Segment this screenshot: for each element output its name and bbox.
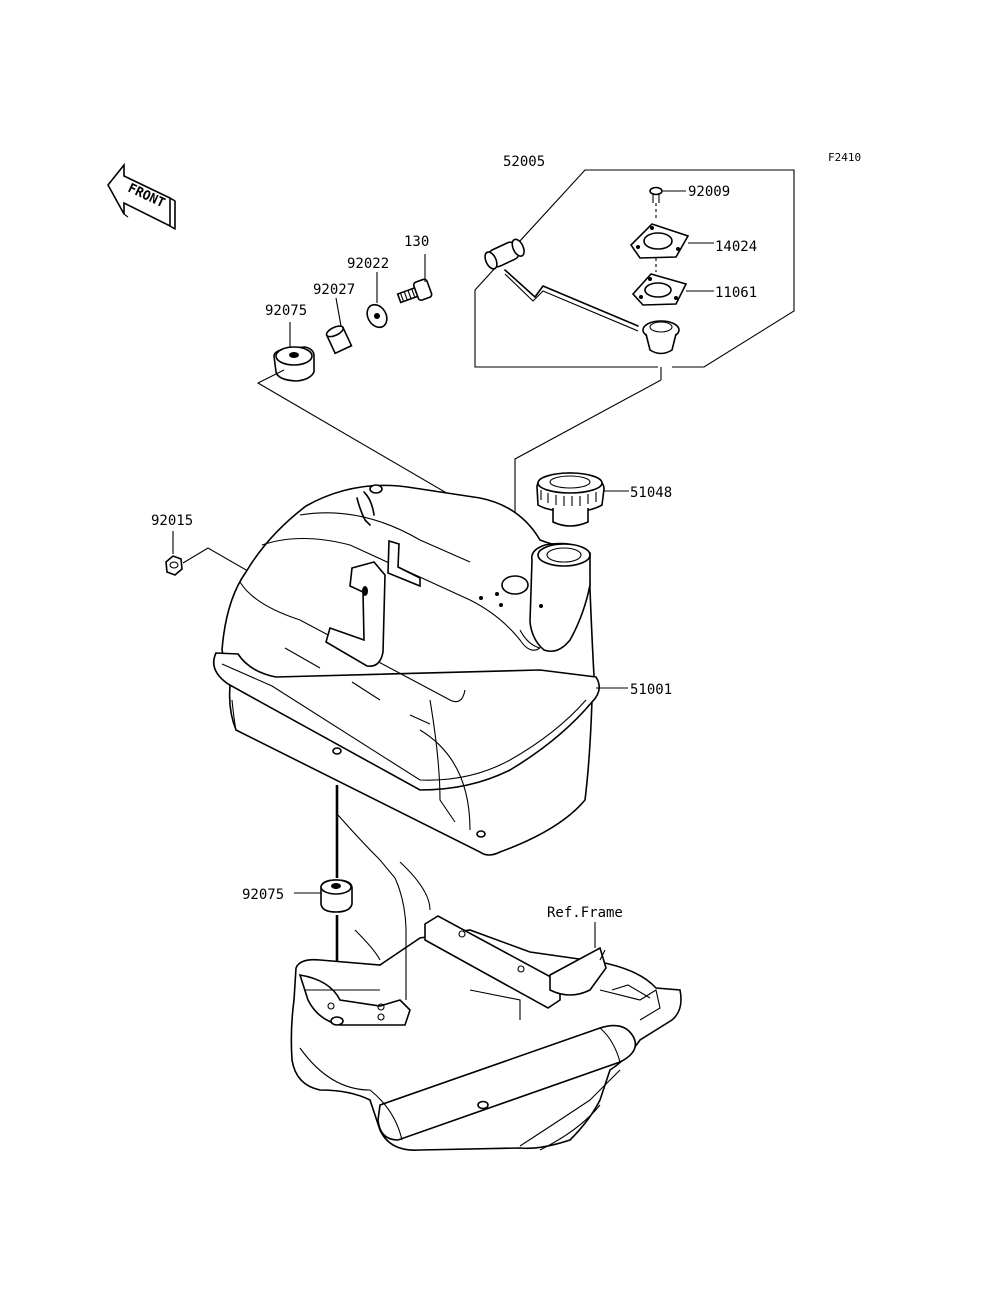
part-label-130: 130 [404, 234, 429, 250]
part-label-92015: 92015 [151, 513, 193, 529]
gasket-11061-icon [631, 273, 688, 306]
assembly-52005-box [474, 169, 795, 380]
part-label-92075-bottom: 92075 [242, 887, 284, 903]
fuel-sender-unit-icon [484, 238, 680, 355]
plate-14024-icon [629, 223, 690, 272]
bolt-130-icon [396, 278, 433, 304]
grommet-92075-bottom-icon [320, 879, 353, 913]
part-label-11061: 11061 [715, 285, 757, 301]
part-label-92027: 92027 [313, 282, 355, 298]
screw-92009-icon [649, 186, 663, 220]
fuel-cap-51048-icon [536, 472, 605, 527]
washer-92022-icon [366, 303, 388, 329]
figure-code: F2410 [828, 151, 861, 164]
part-label-51048: 51048 [630, 485, 672, 501]
nut-92015-icon [165, 555, 183, 576]
frame-icon [290, 814, 682, 1151]
part-label-51001: 51001 [630, 682, 672, 698]
part-label-14024: 14024 [715, 239, 757, 255]
fuel-tank-51001-icon [212, 484, 600, 856]
grommet-92075-top-icon [273, 346, 315, 382]
collar-92027-icon [325, 325, 353, 355]
part-label-92009: 92009 [688, 184, 730, 200]
part-label-52005: 52005 [503, 154, 545, 170]
front-arrow-icon: FRONT [107, 162, 176, 230]
part-label-92022: 92022 [347, 256, 389, 272]
ref-frame-label: Ref.Frame [547, 905, 623, 921]
part-label-92075-top: 92075 [265, 303, 307, 319]
